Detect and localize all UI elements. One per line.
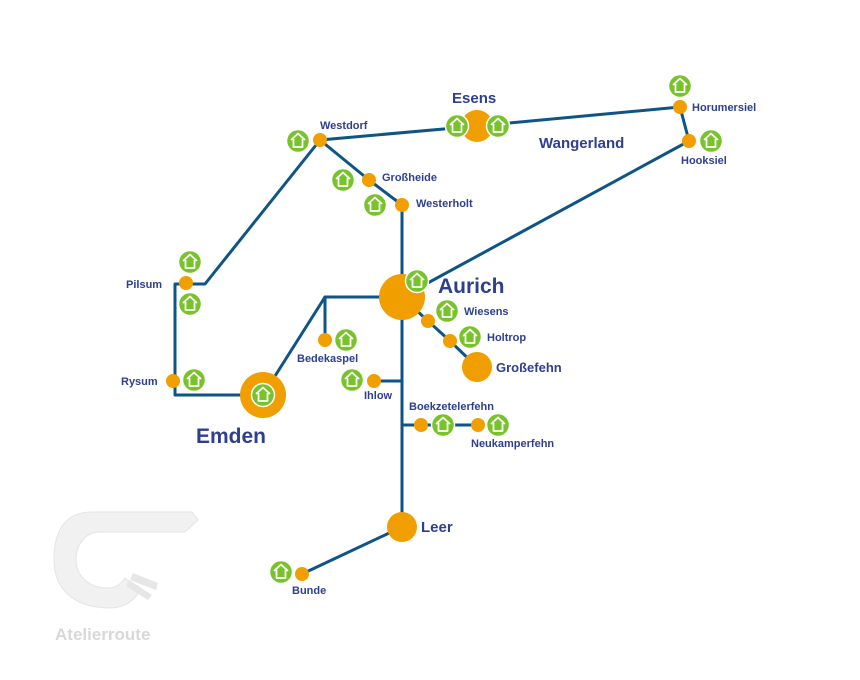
stop-esens[interactable] — [461, 110, 493, 142]
label-grossheide: Großheide — [382, 172, 437, 184]
route-westdorf-westerholt-aurich — [318, 138, 404, 299]
house-icon[interactable] — [434, 298, 460, 324]
atelierroute-logo: Atelierroute — [53, 511, 199, 644]
label-westdorf: Westdorf — [320, 120, 368, 132]
stop-grossheide[interactable] — [362, 173, 376, 187]
route-leer-bunde — [300, 525, 404, 576]
stop-neukamperfehn[interactable] — [471, 418, 485, 432]
label-westerholt: Westerholt — [416, 198, 473, 210]
stop-pilsum[interactable] — [179, 276, 193, 290]
label-boekzetelerfehn: Boekzetelerfehn — [409, 401, 494, 413]
house-icon[interactable] — [457, 324, 483, 350]
house-icon[interactable] — [268, 559, 294, 585]
stop-horumersiel[interactable] — [673, 100, 687, 114]
house-icon[interactable] — [404, 268, 430, 294]
stop-leer[interactable] — [387, 512, 417, 542]
label-grossefehn: Großefehn — [496, 360, 562, 375]
route-westdorf-pilsum-rysum-emden — [173, 138, 322, 397]
label-neukamperfehn: Neukamperfehn — [471, 438, 554, 450]
label-holtrop: Holtrop — [487, 332, 526, 344]
label-bedekaspel: Bedekaspel — [297, 353, 358, 365]
stop-grossefehn[interactable] — [462, 352, 492, 382]
house-icon[interactable] — [181, 367, 207, 393]
stop-ihlow[interactable] — [367, 374, 381, 388]
house-icon[interactable] — [330, 167, 356, 193]
stop-holtrop[interactable] — [443, 334, 457, 348]
stop-bunde[interactable] — [295, 567, 309, 581]
route-c-logo-icon — [53, 511, 199, 609]
house-icon[interactable] — [667, 73, 693, 99]
stop-hooksiel[interactable] — [682, 134, 696, 148]
house-icon[interactable] — [430, 412, 456, 438]
atelier-markers — [177, 73, 724, 585]
label-ihlow: Ihlow — [364, 390, 393, 402]
label-hooksiel: Hooksiel — [681, 155, 727, 167]
stop-bedekaspel[interactable] — [318, 333, 332, 347]
house-icon[interactable] — [177, 291, 203, 317]
label-pilsum: Pilsum — [126, 279, 162, 291]
label-wangerland: Wangerland — [539, 135, 624, 152]
house-icon[interactable] — [485, 412, 511, 438]
house-icon[interactable] — [333, 327, 359, 353]
label-emden: Emden — [196, 425, 266, 448]
house-icon[interactable] — [177, 249, 203, 275]
label-wiesens: Wiesens — [464, 306, 509, 318]
label-leer: Leer — [421, 519, 453, 536]
house-icon[interactable] — [444, 113, 470, 139]
house-icon[interactable] — [362, 192, 388, 218]
stop-rysum[interactable] — [166, 374, 180, 388]
stop-wiesens[interactable] — [421, 314, 435, 328]
label-horumersiel: Horumersiel — [692, 102, 756, 114]
route-lines — [173, 105, 691, 576]
house-icon[interactable] — [485, 113, 511, 139]
stop-westerholt[interactable] — [395, 198, 409, 212]
label-esens: Esens — [452, 90, 496, 107]
stop-westdorf[interactable] — [313, 133, 327, 147]
house-icon[interactable] — [250, 382, 276, 408]
label-aurich: Aurich — [438, 275, 505, 298]
stop-boekzetelerfehn[interactable] — [414, 418, 428, 432]
place-labels: Esens Westdorf Großheide Westerholt Horu… — [121, 90, 756, 597]
house-icon[interactable] — [339, 367, 365, 393]
label-rysum: Rysum — [121, 376, 158, 388]
house-icon[interactable] — [285, 128, 311, 154]
house-icon[interactable] — [698, 128, 724, 154]
logo-text: Atelierroute — [55, 625, 150, 644]
label-bunde: Bunde — [292, 585, 326, 597]
